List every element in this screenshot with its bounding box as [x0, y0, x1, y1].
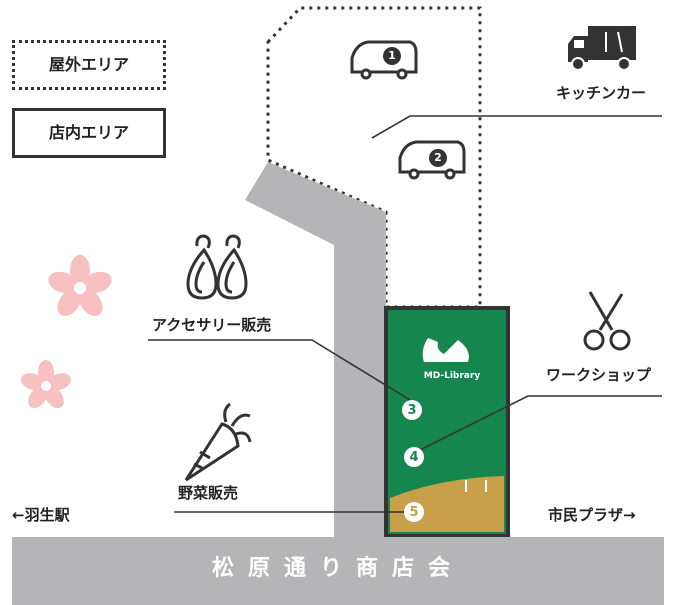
marker-4-circle — [404, 447, 424, 467]
legend-outdoor: 屋外エリア — [12, 40, 166, 90]
library-logo — [422, 338, 469, 362]
marker-3-circle — [402, 400, 422, 420]
label-vegetables: 野菜販売 — [178, 484, 239, 502]
carrot-icon — [184, 402, 252, 482]
earrings-icon — [186, 234, 248, 300]
marker-5: 5 — [409, 505, 419, 520]
car-icon — [350, 40, 418, 80]
walkway — [245, 162, 386, 540]
direction-right: 市民プラザ→ — [548, 506, 636, 524]
label-accessory: アクセサリー販売 — [152, 316, 272, 334]
direction-left: ←羽生駅 — [12, 506, 70, 524]
food-truck-icon — [568, 26, 636, 71]
car-icon — [398, 140, 466, 180]
sakura-icon — [21, 255, 112, 409]
marker-car-1: 1 — [388, 49, 396, 62]
street-road — [12, 537, 664, 605]
marker-5-circle — [404, 502, 424, 522]
scissors-icon — [583, 291, 631, 351]
label-kitchen-car: キッチンカー — [556, 84, 647, 102]
label-workshop: ワークショップ — [546, 366, 652, 384]
library-name: MD-Library — [423, 371, 481, 381]
library-building — [384, 306, 510, 538]
legend-indoor: 店内エリア — [12, 108, 166, 158]
leader-lines — [148, 115, 662, 513]
street-name: 松原通り商店会 — [211, 556, 464, 581]
marker-car-2: 2 — [434, 151, 442, 164]
marker-4: 4 — [409, 450, 419, 465]
marker-3: 3 — [407, 403, 417, 418]
